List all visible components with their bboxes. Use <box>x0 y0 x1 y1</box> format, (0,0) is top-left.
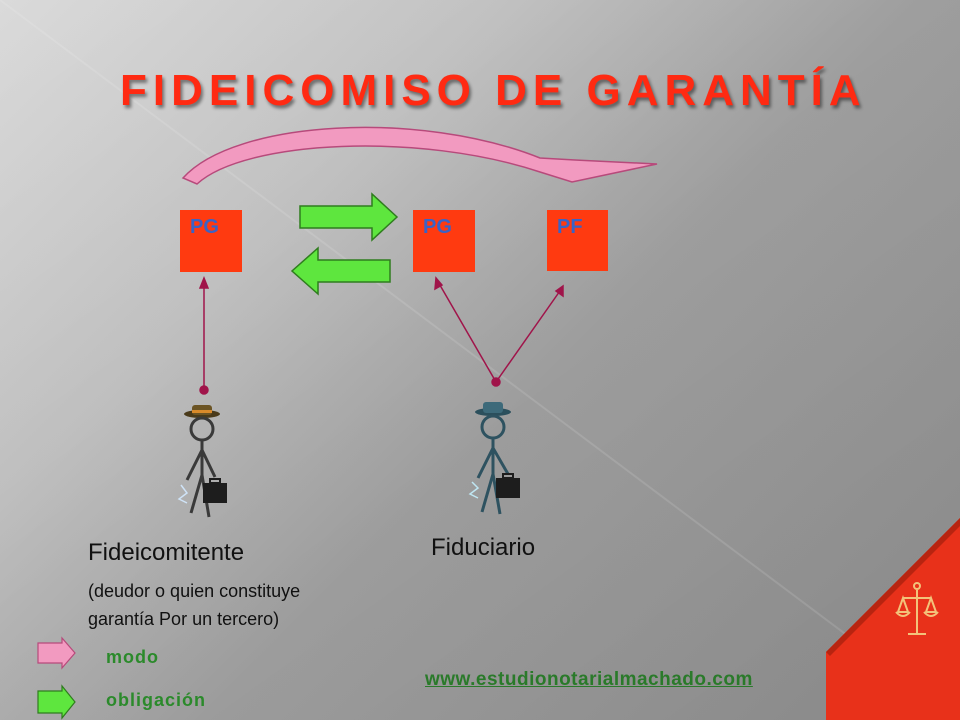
fideicomitente-description-line2: garantía Por un tercero) <box>88 609 280 629</box>
connector-dot-1 <box>199 385 209 395</box>
slide-title: FIDEICOMISO DE GARANTÍA <box>120 66 867 115</box>
fideicomitente-description-line1: (deudor o quien constituye <box>88 581 301 601</box>
connector-fiduciario-pf <box>495 287 563 383</box>
briefcase-icon <box>496 473 520 498</box>
scales-of-justice-icon <box>895 582 939 635</box>
connector-fiduciario-pg <box>436 279 497 383</box>
fideicomitente-label: Fideicomitente <box>88 539 245 566</box>
box-label: PG <box>423 216 452 238</box>
briefcase-icon <box>203 478 227 503</box>
website-link[interactable]: www.estudionotarialmachado.com <box>425 669 753 690</box>
fiduciario-label: Fiduciario <box>431 534 536 561</box>
stick-figure-icon <box>468 402 520 515</box>
legend-modo-arrow <box>37 636 76 670</box>
corner-triangle <box>826 518 960 720</box>
stick-figure-icon <box>177 405 227 518</box>
box-label: PG <box>190 216 219 238</box>
box-pg-left: PG <box>180 210 242 272</box>
legend-obligacion-arrow <box>37 684 76 720</box>
box-pf: PF <box>547 210 608 271</box>
corner-triangle-edge <box>826 518 960 656</box>
box-label: PF <box>557 216 583 238</box>
legend-modo-label: modo <box>106 647 159 667</box>
pink-curved-arrow <box>181 126 658 185</box>
green-arrow-left <box>290 246 391 296</box>
connector-dot-2 <box>491 377 501 387</box>
box-pg-right: PG <box>413 210 475 272</box>
legend-obligacion-label: obligación <box>106 690 206 710</box>
green-arrow-right <box>299 192 399 242</box>
